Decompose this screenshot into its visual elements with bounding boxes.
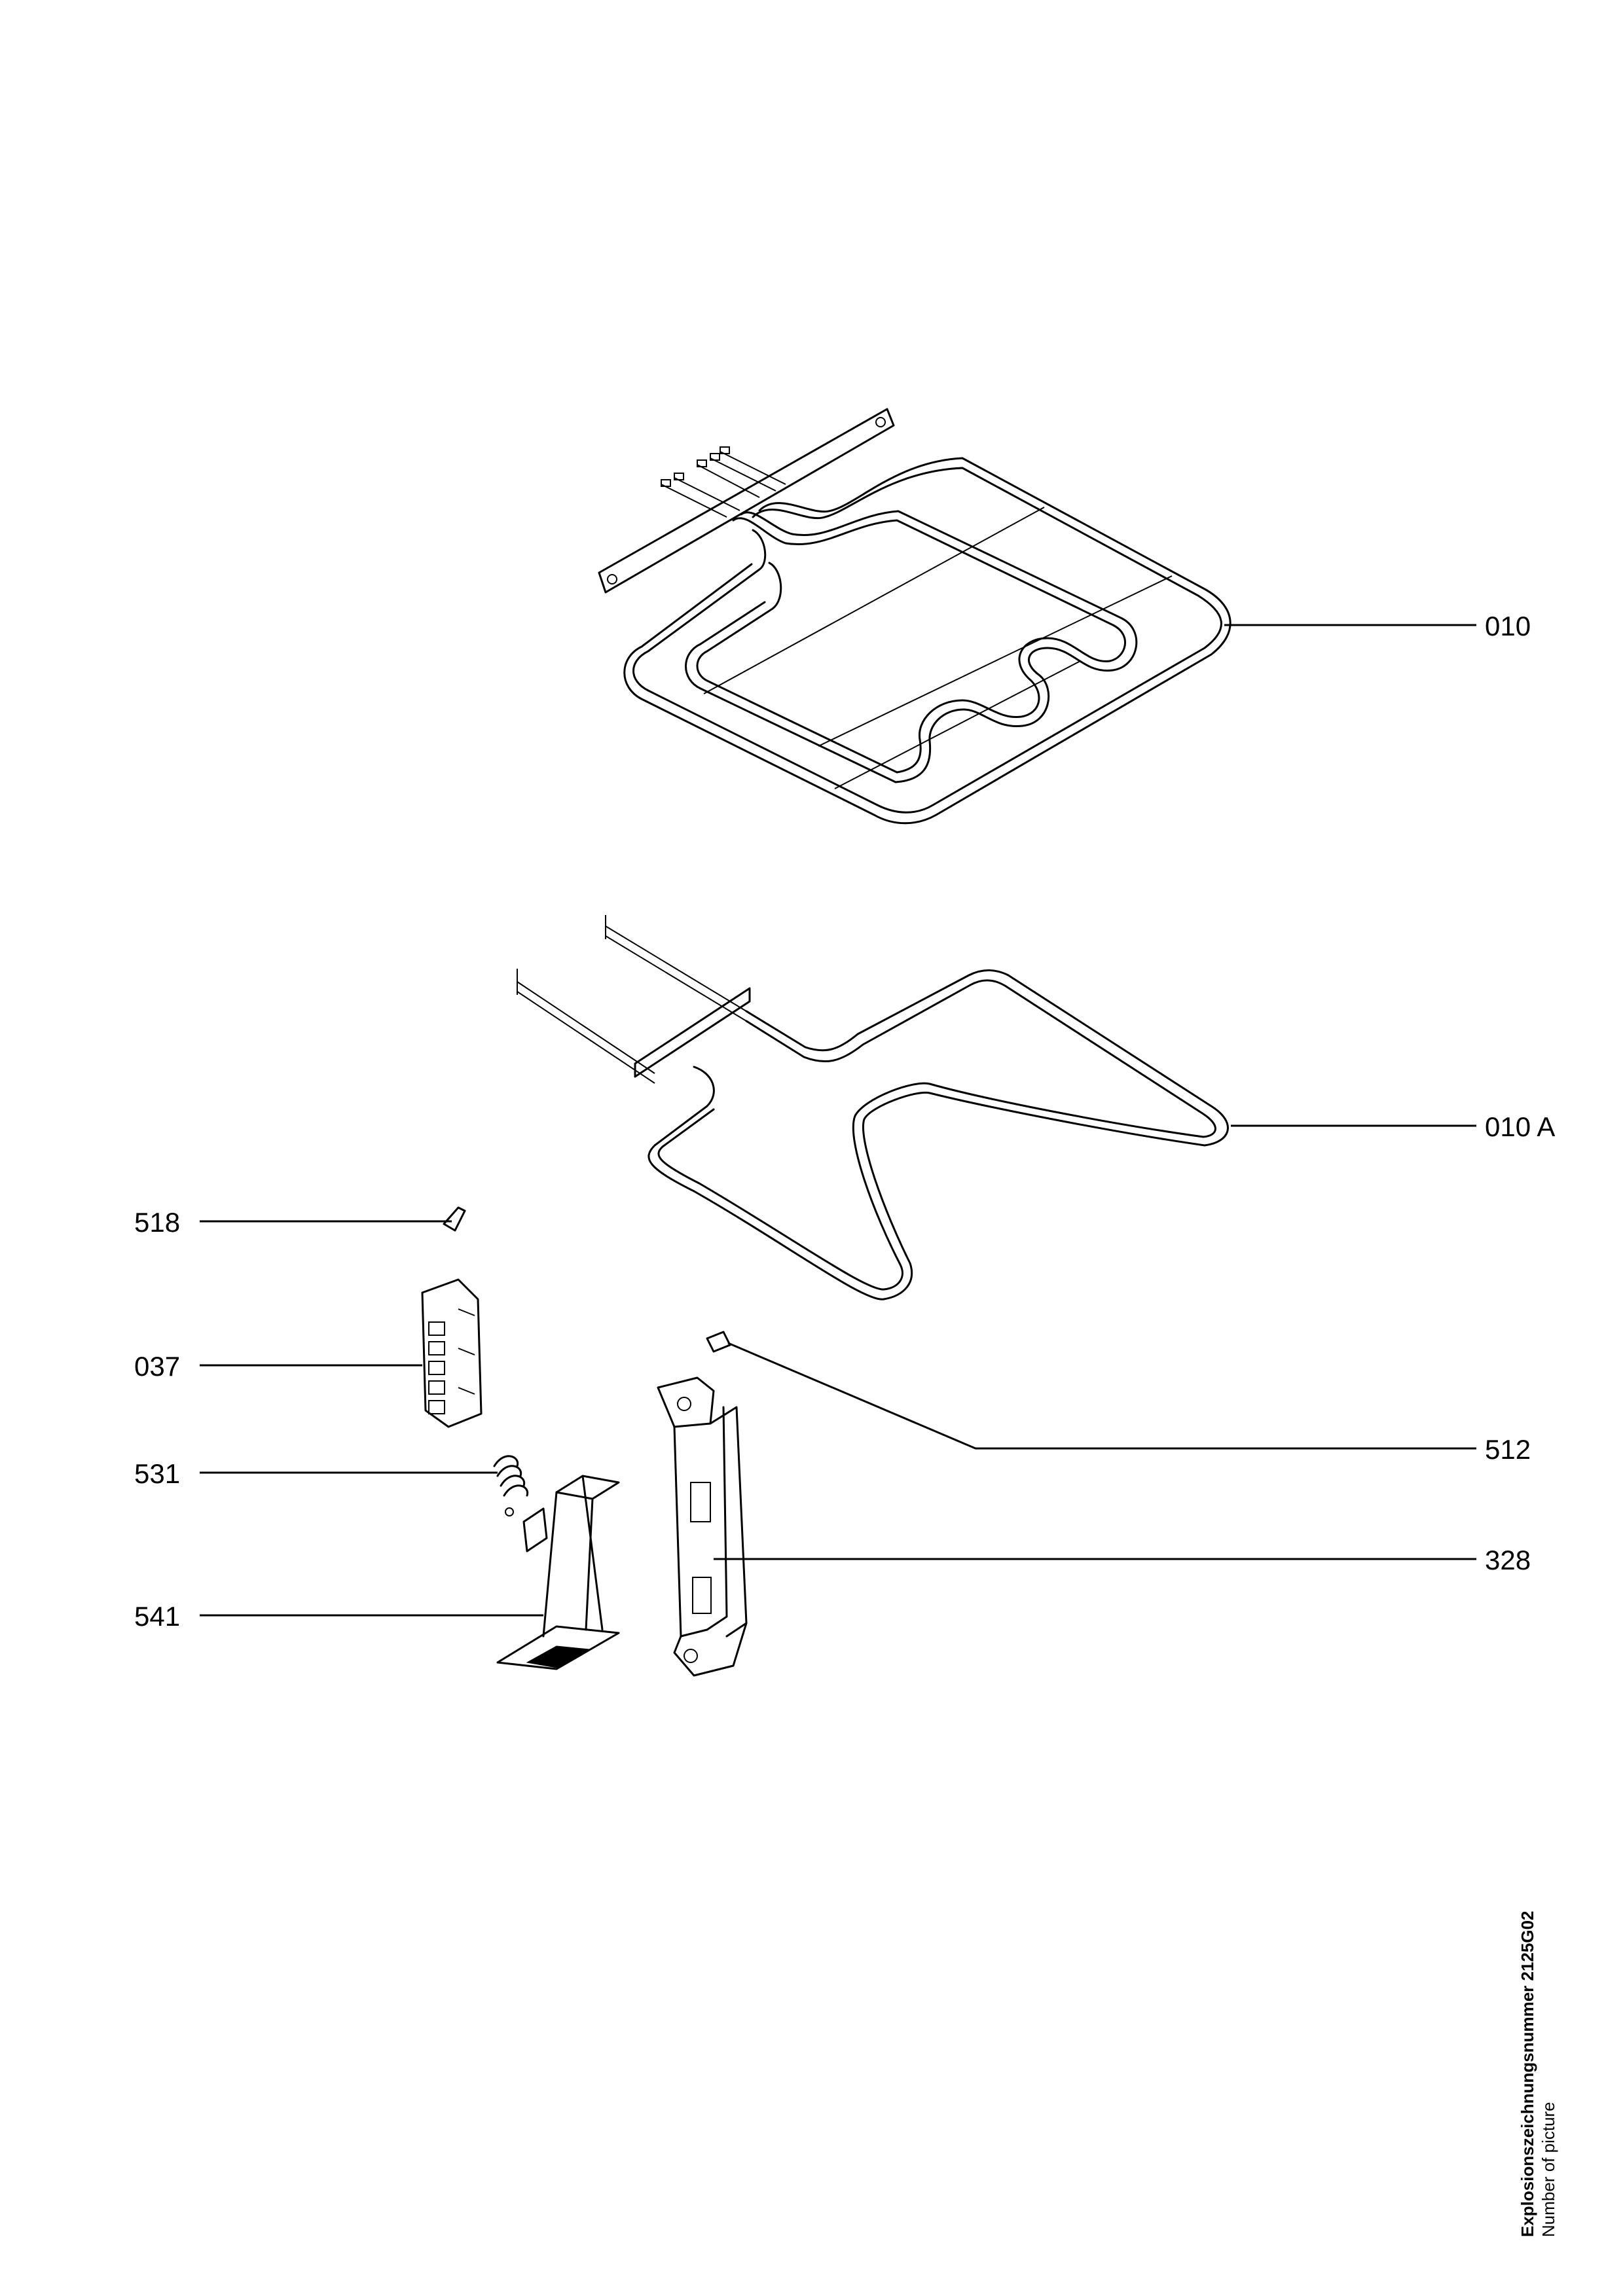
callout-label-010a: 010 A bbox=[1485, 1111, 1556, 1142]
number-of-picture-caption: Number of picture bbox=[1539, 2102, 1558, 2237]
callout-label-328: 328 bbox=[1485, 1545, 1531, 1575]
part-541-support bbox=[496, 1475, 620, 1670]
callout-label-531: 531 bbox=[134, 1458, 181, 1489]
part-531-spring bbox=[493, 1455, 529, 1516]
part-010a-bottom-element bbox=[517, 915, 1229, 1300]
leader-512 bbox=[727, 1342, 1476, 1450]
part-518-clip bbox=[443, 1206, 466, 1232]
drawing-number: 2125G02 bbox=[1518, 1910, 1537, 1981]
part-010-grill-element bbox=[598, 408, 1231, 825]
part-512-tab bbox=[706, 1331, 731, 1353]
part-037-terminal-block bbox=[421, 1278, 483, 1428]
callout-label-518: 518 bbox=[134, 1207, 181, 1238]
drawing-number-caption: Explosionszeichnungsnummer 2125G02 bbox=[1518, 1910, 1538, 2237]
part-328-bracket bbox=[657, 1376, 748, 1677]
drawing-number-label: Explosionszeichnungsnummer bbox=[1518, 1985, 1537, 2237]
callout-label-010: 010 bbox=[1485, 611, 1531, 641]
callout-label-037: 037 bbox=[134, 1351, 181, 1382]
leader-lines bbox=[200, 624, 1476, 1617]
callout-label-512: 512 bbox=[1485, 1434, 1531, 1465]
callout-label-541: 541 bbox=[134, 1601, 181, 1632]
